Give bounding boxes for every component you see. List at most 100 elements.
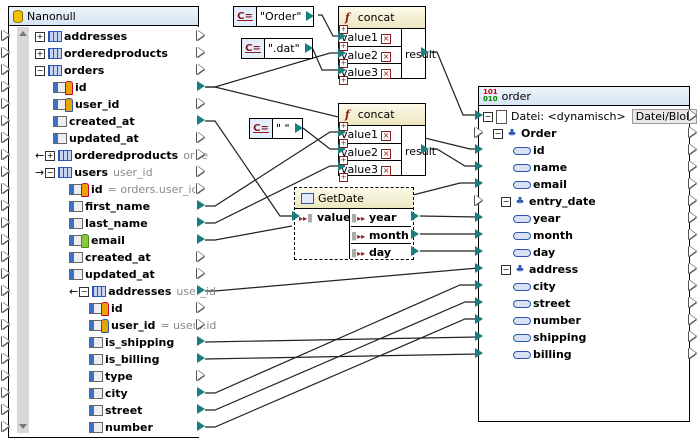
source-item-city[interactable]: city xyxy=(89,385,128,402)
source-item-user-id[interactable]: user_id xyxy=(53,96,119,113)
target-item-name[interactable]: name xyxy=(513,159,567,176)
target-input-port[interactable] xyxy=(475,212,483,222)
collapse-icon[interactable]: − xyxy=(79,286,90,297)
source-output-port[interactable] xyxy=(197,183,204,193)
source-input-port[interactable] xyxy=(2,336,9,346)
source-input-port[interactable] xyxy=(2,81,9,91)
source-item-id[interactable]: id= orders.user_id xyxy=(69,181,198,198)
target-output-port[interactable] xyxy=(689,110,696,120)
source-input-port[interactable] xyxy=(2,183,9,193)
target-output-port[interactable] xyxy=(689,348,696,358)
output-port[interactable] xyxy=(421,144,429,154)
input-port[interactable] xyxy=(338,65,346,75)
source-input-port[interactable] xyxy=(2,353,9,363)
constant-value[interactable]: "Order" xyxy=(260,10,302,23)
input-value3[interactable]: value3× xyxy=(341,160,401,178)
source-item-is-shipping[interactable]: is_shipping xyxy=(89,334,174,351)
source-item-updated-at[interactable]: updated_at xyxy=(69,266,155,283)
source-output-port[interactable] xyxy=(197,115,205,125)
source-output-port[interactable] xyxy=(197,30,204,40)
source-input-port[interactable] xyxy=(2,115,9,125)
source-output-port[interactable] xyxy=(197,268,204,278)
source-component-nanonull[interactable]: Nanonull +addresses+orderedproducts−orde… xyxy=(8,6,216,438)
target-input-port[interactable] xyxy=(475,127,482,137)
output-port[interactable] xyxy=(306,11,315,21)
source-input-port[interactable] xyxy=(2,47,9,57)
output-day[interactable]: ▮▸▸ day xyxy=(351,243,411,261)
source-output-port[interactable] xyxy=(197,47,204,57)
source-input-port[interactable] xyxy=(2,421,9,431)
constant-dat[interactable]: C= ".dat" xyxy=(241,38,313,59)
input-value[interactable]: ▸▸▮ value xyxy=(299,211,351,224)
input-port[interactable] xyxy=(338,144,346,154)
remove-icon[interactable]: × xyxy=(381,166,392,176)
remove-icon[interactable]: × xyxy=(381,131,392,141)
source-input-port[interactable] xyxy=(2,149,9,159)
source-input-port[interactable] xyxy=(2,166,9,176)
source-item-updated-at[interactable]: updated_at xyxy=(53,130,139,147)
source-output-port[interactable] xyxy=(197,166,204,176)
target-output-port[interactable] xyxy=(689,161,696,171)
target-input-port[interactable] xyxy=(475,263,483,273)
input-value1[interactable]: value1× xyxy=(341,31,392,44)
output-port[interactable] xyxy=(411,246,419,256)
source-input-port[interactable] xyxy=(2,64,9,74)
concat-function-2[interactable]: f concat value1× value2× value3× result xyxy=(338,103,436,178)
remove-icon[interactable]: × xyxy=(381,34,392,44)
source-item-id[interactable]: id xyxy=(53,79,87,96)
source-header[interactable]: Nanonull xyxy=(9,7,198,26)
source-output-port[interactable] xyxy=(197,98,204,108)
source-item-addresses[interactable]: ←−addressesuser_id xyxy=(69,285,216,298)
source-output-port[interactable] xyxy=(197,336,205,346)
expand-icon[interactable]: + xyxy=(35,31,45,42)
add-input-icon[interactable]: + xyxy=(339,42,348,51)
output-year[interactable]: ▮▸▸ year xyxy=(351,211,397,224)
source-item-first-name[interactable]: first_name xyxy=(69,198,150,215)
concat-function-1[interactable]: f concat value1× value2× value3× result xyxy=(338,6,436,79)
source-output-port[interactable] xyxy=(197,200,205,210)
constant-value[interactable]: " " xyxy=(276,122,290,135)
remove-icon[interactable]: × xyxy=(381,69,392,79)
source-input-port[interactable] xyxy=(2,404,9,414)
source-output-port[interactable] xyxy=(197,149,204,159)
output-port[interactable] xyxy=(411,229,419,239)
target-input-port[interactable] xyxy=(475,280,483,290)
collapse-icon[interactable]: − xyxy=(45,167,56,178)
source-item-id[interactable]: id xyxy=(89,300,123,317)
target-item-email[interactable]: email xyxy=(513,176,567,193)
source-input-port[interactable] xyxy=(2,30,9,40)
source-output-port[interactable] xyxy=(197,251,204,261)
source-item-created-at[interactable]: created_at xyxy=(53,113,135,130)
source-output-port[interactable] xyxy=(197,353,205,363)
target-output-port[interactable] xyxy=(689,127,696,137)
source-input-port[interactable] xyxy=(2,98,9,108)
source-output-port[interactable] xyxy=(197,370,204,380)
target-item-year[interactable]: year xyxy=(513,210,560,227)
source-output-port[interactable] xyxy=(197,285,205,295)
target-output-port[interactable] xyxy=(689,178,696,188)
source-input-port[interactable] xyxy=(2,251,9,261)
target-item-address[interactable]: −♣address xyxy=(501,263,579,276)
scroll-down-icon[interactable] xyxy=(19,424,27,429)
source-item-number[interactable]: number xyxy=(89,419,153,436)
source-input-port[interactable] xyxy=(2,319,9,329)
target-input-port[interactable] xyxy=(475,110,483,120)
target-output-port[interactable] xyxy=(689,331,696,341)
getdate-function[interactable]: GetDate ▸▸▮ value ▮▸▸ year ▮▸▸ month ▮▸▸… xyxy=(294,187,414,260)
source-item-type[interactable]: type xyxy=(89,368,133,385)
add-input-icon[interactable]: + xyxy=(339,25,348,34)
target-input-port[interactable] xyxy=(475,297,483,307)
file-row[interactable]: − Datei: <dynamisch> Datei/Blob xyxy=(483,108,698,125)
source-input-port[interactable] xyxy=(2,387,9,397)
target-input-port[interactable] xyxy=(475,229,483,239)
source-output-port[interactable] xyxy=(197,81,205,91)
target-item-id[interactable]: id xyxy=(513,142,545,159)
function-header[interactable]: GetDate xyxy=(295,188,413,209)
add-input-icon[interactable]: + xyxy=(339,122,348,131)
target-item-shipping[interactable]: shipping xyxy=(513,329,586,346)
target-output-port[interactable] xyxy=(689,246,696,256)
add-input-icon[interactable]: + xyxy=(339,76,348,85)
collapse-icon[interactable]: − xyxy=(501,196,511,207)
